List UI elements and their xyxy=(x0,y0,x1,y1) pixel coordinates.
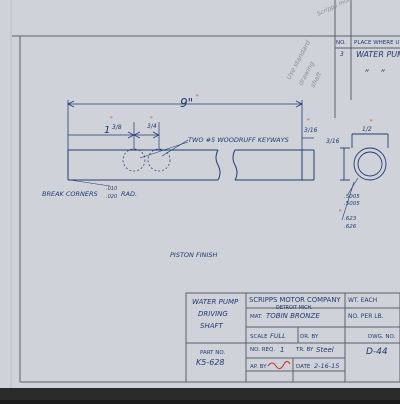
dia-top: .5005 xyxy=(344,194,360,200)
dia-bottom: .5005 xyxy=(344,201,360,207)
paper-bottom-strip xyxy=(0,388,400,400)
part-name-line-1: WATER PUMP xyxy=(192,298,239,306)
part-name-line-3: SHAFT xyxy=(200,322,224,330)
end-view xyxy=(340,133,389,181)
revision-ditto-1: ” xyxy=(364,69,369,79)
no-req-value: 1 xyxy=(280,346,284,354)
keyway-dimensions xyxy=(68,122,160,150)
tr-by-label: TR. BY xyxy=(295,347,314,353)
dia2-bottom: .626 xyxy=(344,224,357,230)
scale-label: SCALE xyxy=(250,334,268,340)
end-dim-label: 3/16 xyxy=(304,127,318,134)
dim-mid: 3/4 xyxy=(147,123,157,130)
mat-value: TOBIN BRONZE xyxy=(266,312,320,320)
end-dim-red-mark: " xyxy=(307,118,310,125)
scale-value: FULL xyxy=(270,332,286,340)
finish-note: PISTON FINISH xyxy=(170,251,218,259)
date-label: DATE xyxy=(296,364,311,370)
part-no-value: K5-628 xyxy=(196,358,225,367)
dim-left-whole: 1 xyxy=(104,125,110,136)
diameter-leaders xyxy=(341,177,359,221)
revision-col1-header: NO. xyxy=(336,40,346,46)
overall-dimension xyxy=(67,100,303,150)
no-per-lb-label: NO. PER LB. xyxy=(348,313,384,320)
company-city: DETROIT MICH. xyxy=(276,305,313,311)
paper-background xyxy=(0,0,400,388)
dim-mid-red-mark: " xyxy=(150,116,153,123)
title-block xyxy=(185,292,400,383)
revision-col2-value: WATER PUM xyxy=(356,50,400,59)
end-view-frac: 1/2 xyxy=(362,126,372,133)
tr-by-value: Steel xyxy=(316,346,334,354)
dia-red-mark: " xyxy=(339,209,342,216)
shaft-body xyxy=(67,149,315,181)
end-view-red-mark: " xyxy=(370,119,373,126)
corner-tol-bottom: .020 xyxy=(106,194,117,200)
dia2-top: .623 xyxy=(344,216,357,222)
mat-label: MAT. xyxy=(250,314,263,320)
keyways-note: TWO #5 WOODRUFF KEYWAYS xyxy=(188,136,289,144)
corner-leader xyxy=(69,179,111,187)
company-name: SCRIPPS MOTOR COMPANY xyxy=(249,296,341,304)
corner-tol-top: .010 xyxy=(106,186,117,192)
revision-col1-value: 3 xyxy=(340,51,344,58)
ap-by-red-signature xyxy=(267,361,291,370)
date-value: 2-16-15 xyxy=(314,362,339,370)
revision-ditto-2: ” xyxy=(380,69,385,79)
dwg-no-value: D-44 xyxy=(366,347,388,357)
part-no-label: PART NO. xyxy=(200,350,225,356)
dwg-no-label: DWG. NO. xyxy=(368,334,396,340)
overall-length-label: 9" xyxy=(180,96,193,110)
part-name-line-2: DRIVING xyxy=(198,310,228,318)
revision-col2-header: PLACE WHERE U xyxy=(354,40,399,46)
dim-left-frac: 3/8 xyxy=(112,124,122,131)
corner-note: BREAK CORNERS xyxy=(42,190,98,198)
end-view-side: 3/16 xyxy=(326,138,340,145)
ap-by-label: AP. BY xyxy=(250,364,267,370)
no-req-label: NO. REQ. xyxy=(250,347,275,353)
revision-table xyxy=(334,0,400,118)
corner-unit: RAD. xyxy=(121,190,137,198)
keyway-circles xyxy=(122,148,171,172)
wt-each-label: WT. EACH xyxy=(348,297,377,304)
dim-left-red-mark: " xyxy=(110,116,113,123)
dr-by-label: DR. BY xyxy=(300,334,319,340)
overall-length-tol: " xyxy=(196,94,199,101)
